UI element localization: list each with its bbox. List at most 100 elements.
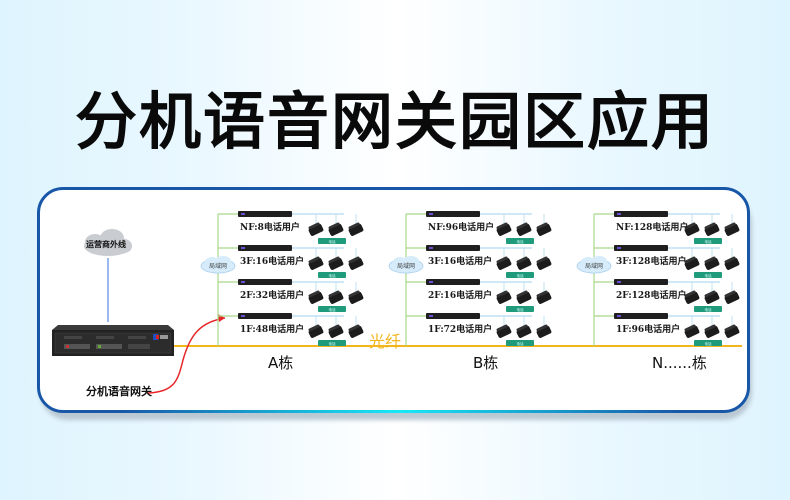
phone-tag-text: 电话 [517,341,525,346]
red-link-curve [147,317,226,394]
phone-icon [308,290,324,304]
floor-label: 2F:128电话用户 [616,291,687,301]
phone-tag [318,340,346,346]
lan-cloud-icon [388,256,424,274]
switch-icon [238,245,292,251]
phone-icon [516,256,532,270]
phone-tag [506,238,534,244]
phone-icon [516,290,532,304]
phone-icon [536,290,552,304]
phone-icon [308,222,324,236]
phone-icon [348,290,364,304]
phone-icon [348,256,364,270]
panel-glow [120,410,680,413]
gateway-label: 分机语音网关 [86,385,152,398]
switch-icon [426,279,480,285]
lan-label: 局域网 [209,262,227,270]
phone-icon [684,290,700,304]
switch-icon [238,211,292,217]
phone-icon [516,222,532,236]
floor-label: NF:8电话用户 [240,223,300,233]
page-title: 分机语音网关园区应用 [74,85,715,158]
arrow-head-icon [218,314,225,322]
floor-label: 1F:96电话用户 [616,325,681,335]
building-name: N......栋 [652,354,707,372]
phone-icon [684,256,700,270]
phone-icon [684,222,700,236]
phone-tag [506,306,534,312]
phone-tag [694,272,722,278]
phone-icon [724,256,740,270]
phone-icon [328,324,344,338]
phone-icon [704,222,720,236]
phone-icon [308,256,324,270]
phone-icon [348,222,364,236]
phone-icon [724,324,740,338]
isp-cloud-icon [84,229,132,256]
phone-tag-text: 电话 [705,341,713,346]
phone-tag-text: 电话 [705,273,713,278]
phone-tag-text: 电话 [329,341,337,346]
phone-tag-text: 电话 [705,239,713,244]
phone-tag-text: 电话 [517,307,525,312]
floor-label: 1F:72电话用户 [428,325,493,335]
phone-icon [328,256,344,270]
floor-label: NF:96电话用户 [428,223,495,233]
phone-tag-text: 电话 [329,239,337,244]
switch-icon [238,279,292,285]
phone-icon [328,222,344,236]
phone-icon [704,256,720,270]
switch-icon [614,211,668,217]
building-name: B栋 [473,354,499,372]
phone-icon [496,324,512,338]
phone-icon [328,290,344,304]
phone-tag-text: 电话 [329,273,337,278]
phone-tag [318,272,346,278]
lan-label: 局域网 [397,262,415,270]
lan-cloud-icon [576,256,612,274]
switch-icon [614,245,668,251]
switch-icon [426,313,480,319]
fiber-label: 光纤 [369,332,402,351]
phone-icon [684,324,700,338]
phone-tag-text: 电话 [705,307,713,312]
phone-icon [724,290,740,304]
switch-icon [614,279,668,285]
phone-tag [318,306,346,312]
switch-icon [238,313,292,319]
floor-label: NF:128电话用户 [616,223,689,233]
phone-tag [506,272,534,278]
phone-icon [496,222,512,236]
phone-icon [536,222,552,236]
floor-label: 2F:32电话用户 [240,291,305,301]
switch-icon [426,211,480,217]
phone-icon [536,256,552,270]
floor-label: 2F:16电话用户 [428,291,493,301]
phone-icon [704,324,720,338]
phone-tag [506,340,534,346]
switch-icon [614,313,668,319]
floor-label: 1F:48电话用户 [240,325,305,335]
phone-tag-text: 电话 [517,239,525,244]
phone-tag [318,238,346,244]
phone-tag [694,340,722,346]
floor-label: 3F:16电话用户 [428,257,493,267]
phone-tag-text: 电话 [329,307,337,312]
diagram-panel [37,187,750,413]
phone-icon [496,290,512,304]
phone-icon [496,256,512,270]
phone-icon [308,324,324,338]
floor-label: 3F:16电话用户 [240,257,305,267]
phone-tag-text: 电话 [517,273,525,278]
phone-tag [694,306,722,312]
switch-icon [426,245,480,251]
phone-icon [348,324,364,338]
phone-icon [704,290,720,304]
lan-label: 局域网 [585,262,603,270]
lan-cloud-icon [200,256,236,274]
isp-label: 运营商外线 [86,240,126,249]
